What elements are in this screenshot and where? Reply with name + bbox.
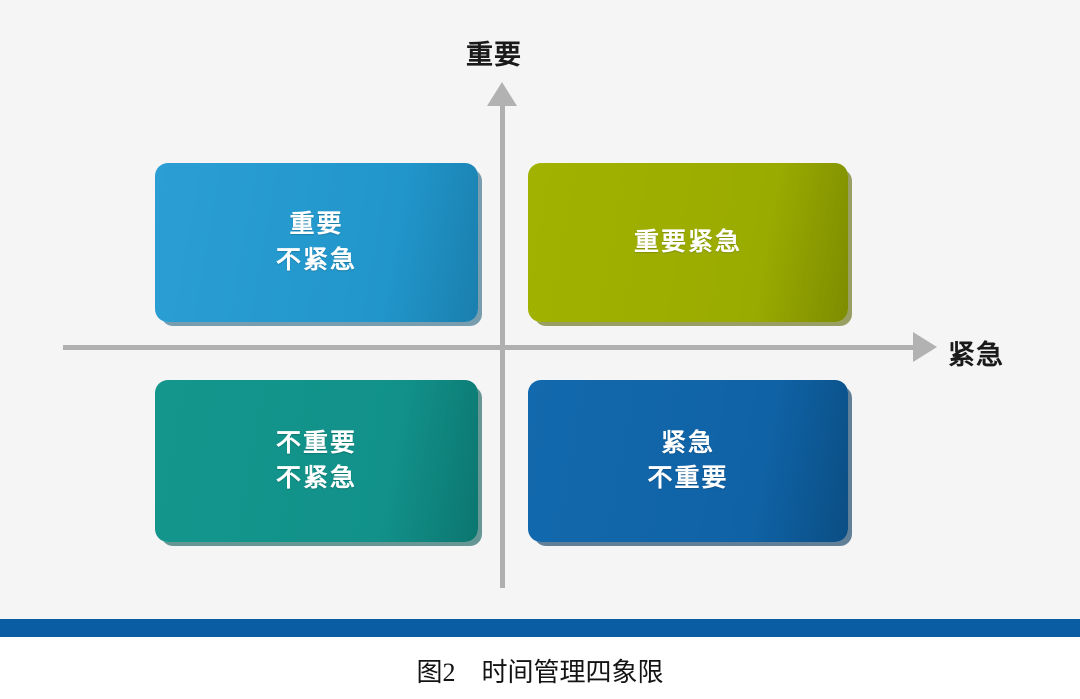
vertical-axis-label: 重要 <box>466 40 522 70</box>
diagram-canvas: 重要 紧急 重要 不紧急 重要紧急 不重要 不紧急 紧急 不重要 <box>63 40 1004 588</box>
quadrant-label-line: 重要紧急 <box>633 227 742 256</box>
arrow-right-icon <box>913 332 937 362</box>
quadrant-not-important-not-urgent[interactable]: 不重要 不紧急 <box>155 380 478 542</box>
vertical-axis-line <box>500 95 505 588</box>
horizontal-axis-label: 紧急 <box>948 340 1004 370</box>
quadrant-important-not-urgent[interactable]: 重要 不紧急 <box>155 163 478 322</box>
quadrant-label-line: 不重要 <box>275 428 357 457</box>
arrow-up-icon <box>487 82 517 106</box>
quadrant-label-line: 不重要 <box>647 464 729 492</box>
figure-caption: 图2 时间管理四象限 <box>416 658 664 687</box>
quadrant-important-urgent[interactable]: 重要紧急 <box>528 163 848 322</box>
quadrant-label-line: 重要 <box>289 210 344 238</box>
quadrant-label-line: 不紧急 <box>275 245 357 274</box>
quadrant-label-line: 不紧急 <box>275 464 357 492</box>
section-divider-bar <box>0 619 1080 637</box>
quadrant-urgent-not-important[interactable]: 紧急 不重要 <box>528 380 848 542</box>
quadrant-label-line: 紧急 <box>660 428 715 457</box>
horizontal-axis-line <box>63 345 925 350</box>
